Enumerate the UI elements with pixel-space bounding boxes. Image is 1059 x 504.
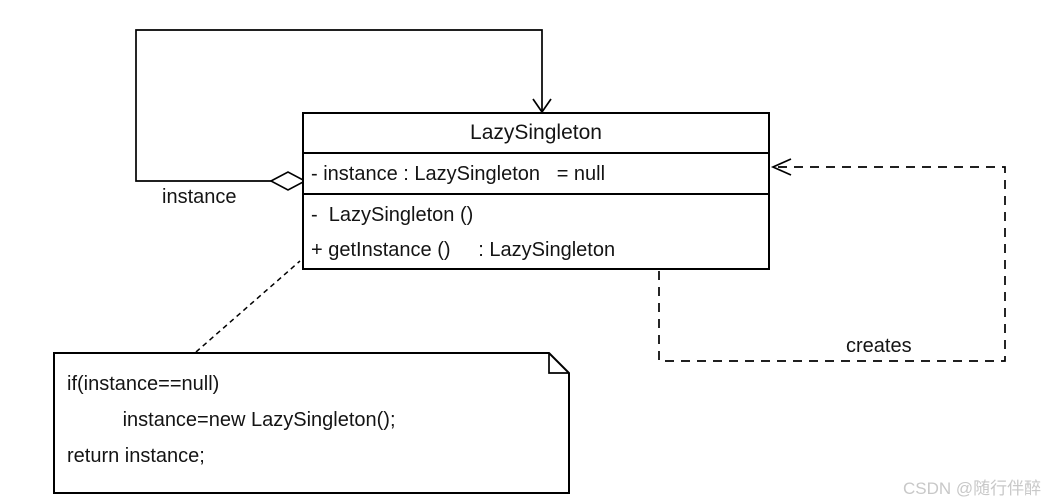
class-methods-compartment: - LazySingleton () + getInstance () : La… bbox=[304, 195, 768, 268]
note-code-block: if(instance==null) instance=new LazySing… bbox=[67, 366, 547, 474]
note-fold-icon bbox=[548, 353, 569, 374]
note-line-new-instance: instance=new LazySingleton(); bbox=[67, 409, 396, 431]
class-box-lazysingleton: LazySingleton - instance : LazySingleton… bbox=[302, 112, 770, 270]
note-line-return: return instance; bbox=[67, 445, 205, 467]
note-shape bbox=[53, 352, 570, 494]
association-label-instance: instance bbox=[162, 186, 237, 208]
self-association-line bbox=[135, 29, 543, 182]
note-line-if: if(instance==null) bbox=[67, 373, 220, 395]
class-attribute-instance: - instance : LazySingleton = null bbox=[311, 162, 606, 185]
class-method-getinstance: + getInstance () : LazySingleton bbox=[311, 239, 616, 261]
class-attributes-compartment: - instance : LazySingleton = null bbox=[304, 154, 768, 195]
dependency-label-creates: creates bbox=[846, 335, 912, 357]
aggregation-diamond-icon bbox=[269, 171, 307, 191]
note-connector-line bbox=[195, 260, 301, 353]
open-arrowhead-left-icon bbox=[770, 158, 792, 176]
creates-dependency-line bbox=[658, 166, 1006, 362]
watermark: CSDN @随行伴醉 bbox=[903, 479, 1042, 498]
class-method-constructor: - LazySingleton () bbox=[311, 204, 474, 226]
class-name: LazySingleton bbox=[304, 114, 768, 154]
